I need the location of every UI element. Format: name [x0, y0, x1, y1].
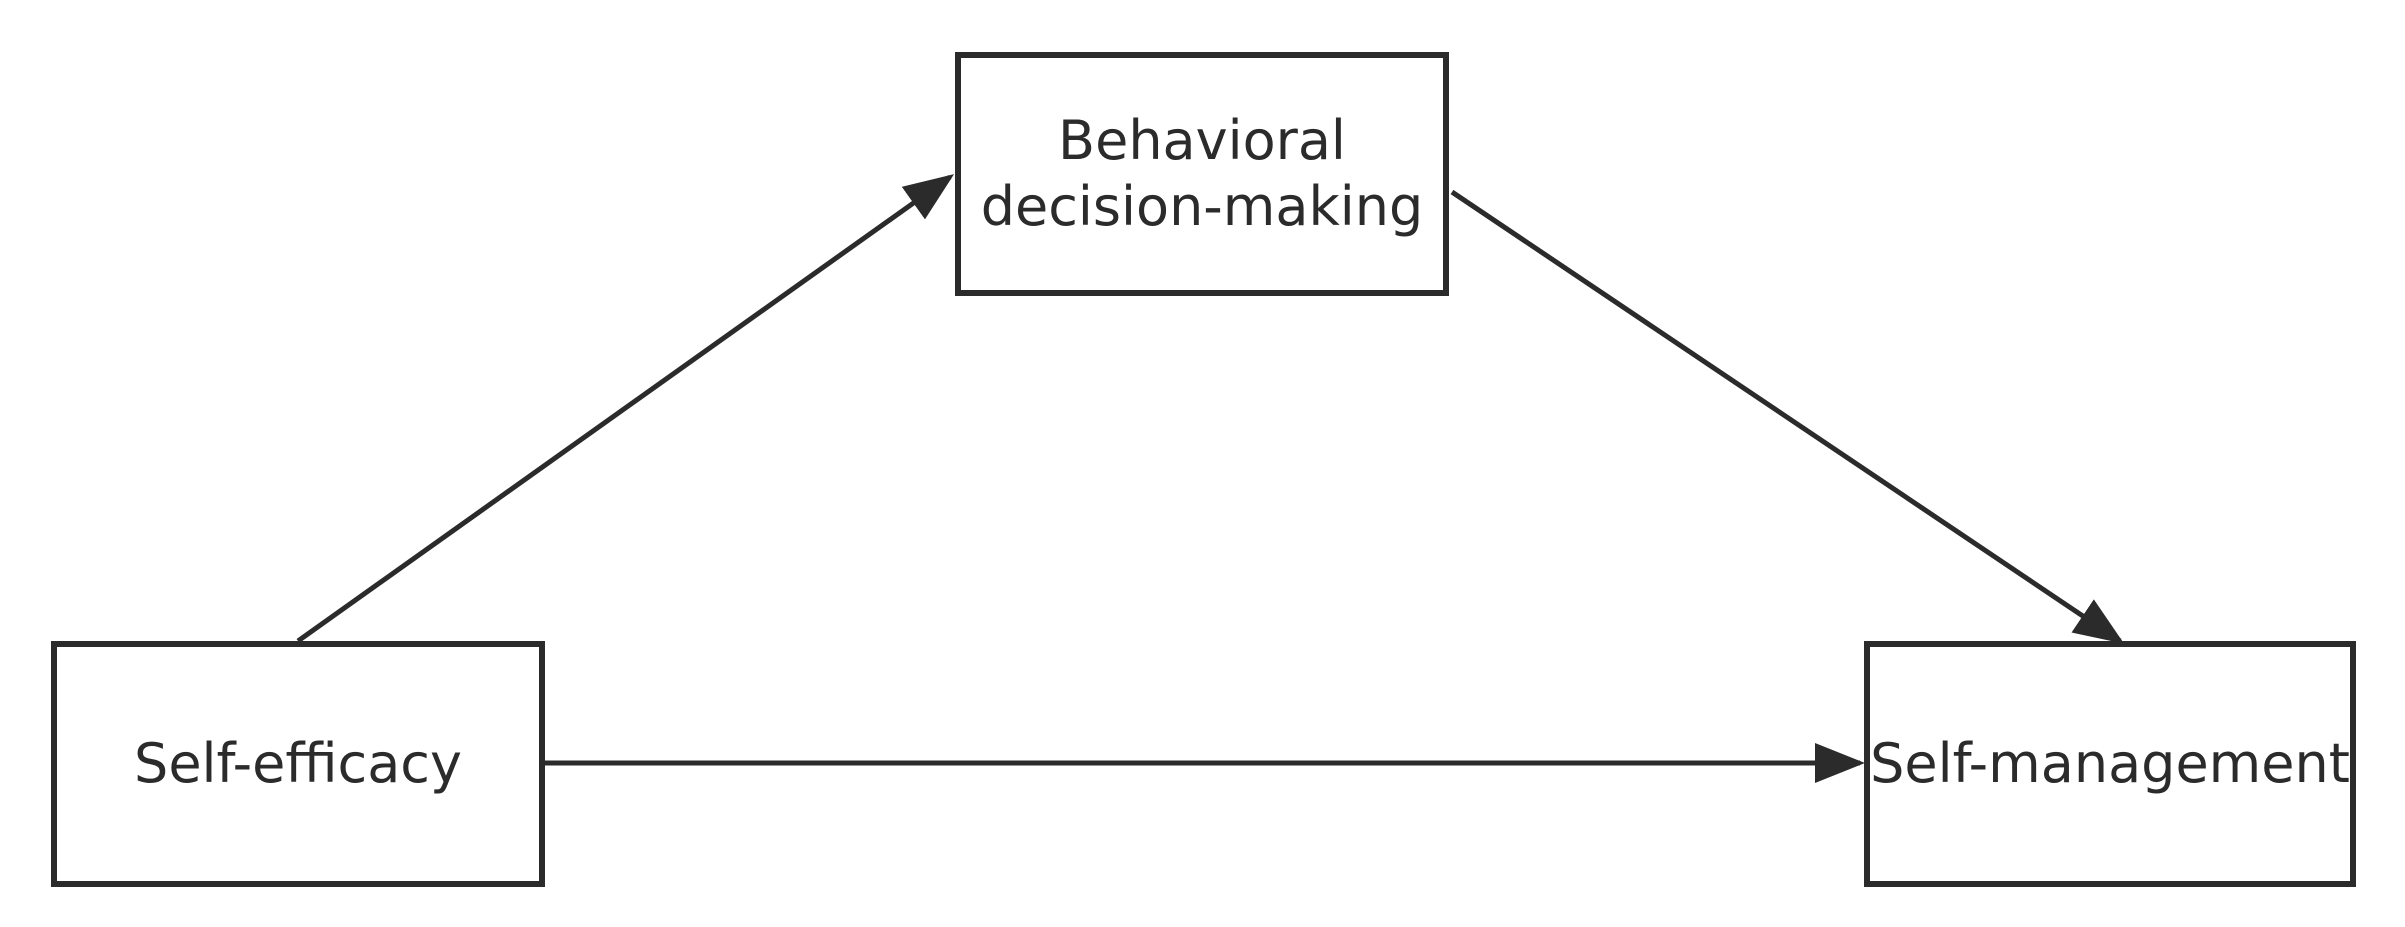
mediator-node-behavioral-decision-making: Behavioral decision-making	[955, 52, 1449, 296]
arrow-behavioral-decision-making-to-self-management	[1450, 189, 2125, 644]
mediator-label-line-2: decision-making	[980, 175, 1424, 238]
outcome-label: Self-management	[1870, 732, 2350, 796]
mediator-label-line-1: Behavioral	[1058, 109, 1346, 173]
predictor-node-self-efficacy: Self-efficacy	[51, 641, 545, 887]
arrow-self-efficacy-to-behavioral-decision-making	[296, 174, 955, 644]
outcome-node-self-management: Self-management	[1864, 641, 2356, 887]
predictor-label: Self-efficacy	[134, 732, 462, 796]
